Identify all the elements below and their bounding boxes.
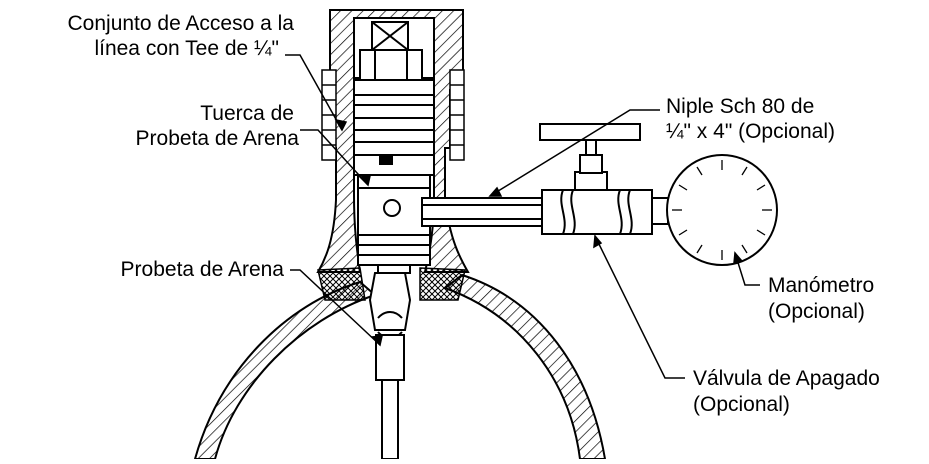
- label-access-line-2: línea con Tee de ¼": [94, 37, 279, 60]
- label-nut-line-2: Probeta de Arena: [135, 127, 299, 150]
- label-nut-line-1: Tuerca de: [200, 102, 294, 125]
- label-probe: Probeta de Arena: [120, 258, 284, 281]
- handwheel-icon: [539, 123, 641, 141]
- label-valve-line-1: Válvula de Apagado: [693, 367, 880, 390]
- leader-lines: [285, 54, 760, 379]
- label-nipple-line-2: ¼" x 4" (Opcional): [666, 120, 835, 143]
- nipple-pipe: [421, 197, 543, 227]
- probe-rod: [368, 272, 412, 460]
- label-gauge-line-1: Manómetro: [768, 274, 875, 297]
- label-nipple-line-1: Niple Sch 80 de: [666, 95, 815, 118]
- hex-nut-icon: [359, 21, 423, 81]
- access-body: [353, 79, 435, 274]
- gauge-icon: [651, 154, 778, 266]
- label-gauge-line-2: (Opcional): [768, 300, 865, 323]
- label-valve-line-2: (Opcional): [693, 393, 790, 416]
- label-access-line-1: Conjunto de Acceso a la: [67, 12, 295, 35]
- weld-bead: [317, 267, 466, 301]
